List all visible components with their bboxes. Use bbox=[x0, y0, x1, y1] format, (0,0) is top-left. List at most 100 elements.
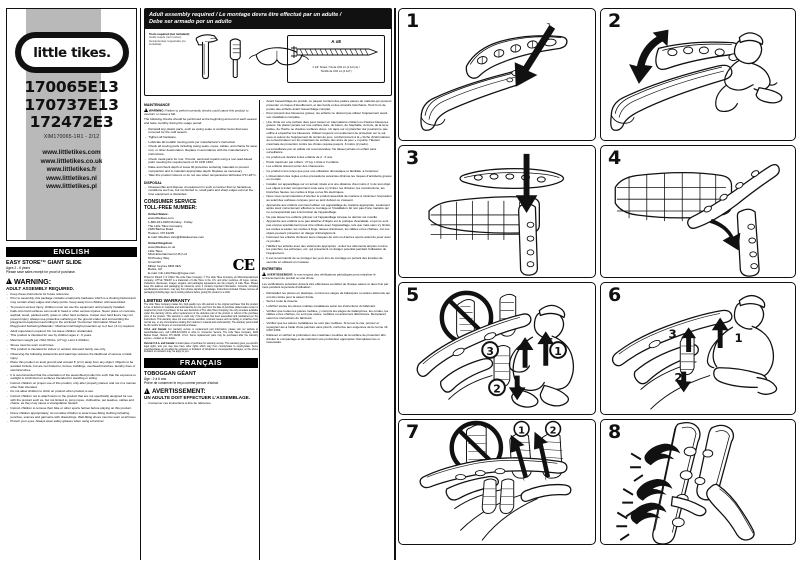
language-bar-french: FRANÇAIS bbox=[144, 358, 258, 369]
banner-title-bar: Adult assembly required / Le montage dev… bbox=[145, 9, 391, 29]
assembly-arrows bbox=[676, 317, 729, 393]
warranty-heading: LIMITED WARRANTY bbox=[144, 297, 191, 303]
list-item: Réinstallez les pièces en plastique, com… bbox=[262, 291, 392, 300]
list-item: Dress children appropriately; do not all… bbox=[6, 411, 137, 420]
assembly-arrows bbox=[508, 331, 555, 401]
list-item: Ne pas laisser les enfants grimper sur l… bbox=[262, 215, 392, 220]
website-link[interactable]: www.littletikes.nl bbox=[46, 174, 97, 182]
warranty-outside-heading: Outside U.S.A. and Canada: bbox=[144, 342, 175, 345]
list-item: Conserver ces instructions à titre de ré… bbox=[144, 401, 258, 406]
list-item: Les enfants doivent porter des chaussure… bbox=[262, 165, 392, 169]
step-number: 4 bbox=[608, 147, 622, 169]
step-7-illustration: 1 2 bbox=[419, 420, 572, 541]
warranty-outside: Outside U.S.A. and Canada: Contact place… bbox=[144, 343, 258, 355]
uk-heading: United Kingdom: bbox=[148, 241, 173, 246]
assembly-arrows bbox=[510, 431, 551, 482]
contact-line: 50 Presley Way bbox=[148, 256, 170, 261]
list-item: La surveillance par un adulte est recomm… bbox=[262, 147, 392, 156]
banner-line-1: Adult assembly required / Le montage dev… bbox=[149, 12, 342, 18]
svg-text:2: 2 bbox=[674, 370, 682, 384]
list-item: Maximum weight per child: 60 lbs. (27 kg… bbox=[6, 338, 137, 343]
warranty-text: The Little Tikes Company makes fun, high… bbox=[144, 304, 258, 327]
warning-word-fr: AVERTISSEMENT: bbox=[152, 387, 206, 395]
list-item: Avant l'assemblage du produit, ce paquet… bbox=[262, 99, 392, 111]
website-link[interactable]: www.littletikes.fr bbox=[46, 166, 97, 174]
list-item: Rake and check depth of loose fill prote… bbox=[144, 165, 258, 174]
list-item: Ce produit n'est conçu que pour une util… bbox=[262, 169, 392, 174]
maintenance-list-fr: Réinstallez les pièces en plastique, com… bbox=[262, 291, 392, 345]
website-link[interactable]: www.littletikes.com bbox=[42, 149, 101, 156]
step-number: 6 bbox=[608, 284, 622, 306]
svg-text:1: 1 bbox=[554, 345, 562, 358]
svg-text:3: 3 bbox=[486, 345, 494, 358]
impact-marks bbox=[616, 452, 644, 541]
svg-text:2: 2 bbox=[493, 382, 501, 395]
list-item: Vérifiez que toutes les pièces mobiles, … bbox=[262, 309, 392, 321]
contact-line: Little Tikes bbox=[148, 248, 163, 253]
tools-label-es: Herramientas requeridas (no incluidas): bbox=[149, 38, 186, 47]
list-item: Reinstall any plastic parts, such as swi… bbox=[144, 127, 258, 136]
step-4-illustration bbox=[614, 163, 780, 277]
list-item: Shoes must be worn at all times. bbox=[6, 343, 137, 348]
us-heading: United States: bbox=[148, 212, 169, 217]
assembly-arrow bbox=[514, 22, 556, 87]
step-callout-badges: 3 1 2 bbox=[481, 341, 567, 397]
warning-sub-en: ADULT ASSEMBLY REQUIRED. bbox=[6, 285, 75, 291]
maintenance-intro-fr: Les vérifications suivantes doivent être… bbox=[262, 281, 389, 290]
warning-triangle-icon bbox=[6, 278, 12, 284]
list-item: Observing the following statements and w… bbox=[6, 352, 137, 361]
product-ages-fr: Âge : 2 à 6 ans bbox=[144, 377, 167, 382]
step-number: 1 bbox=[406, 10, 420, 32]
contact-line: Hudson, OH 44236 bbox=[148, 231, 175, 236]
step-6-illustration: 3 1 2 bbox=[611, 294, 778, 410]
svg-text:2: 2 bbox=[550, 425, 557, 436]
list-item: Instruct children to remove their bike o… bbox=[6, 406, 137, 411]
list-item: To prevent serious injury, children must… bbox=[6, 305, 137, 310]
list-item: Falls onto hard surfaces can result in h… bbox=[6, 309, 137, 329]
english-column: ENGLISH EASY STORE™ GIANT SLIDE Ages 2 -… bbox=[6, 247, 137, 560]
product-title-fr: TOBOGGAN GÉANT bbox=[144, 371, 197, 378]
french-column: Avant l'assemblage du produit, ce paquet… bbox=[262, 99, 392, 560]
brand-panel: little tikes. 170065E13 170737E13 172472… bbox=[6, 8, 137, 241]
list-item: Apprendre aux enfants à ne pas attacher … bbox=[262, 219, 392, 235]
tap-arrows bbox=[630, 443, 681, 525]
list-item: Check metal parts for rust. If found, sa… bbox=[144, 157, 258, 166]
contact-line: 1-866-321-0183 Monday - Friday bbox=[148, 219, 193, 224]
disposal-list-en: Disassemble and dispose of equipment in … bbox=[144, 185, 258, 197]
list-item: It is recommended that the orientation o… bbox=[6, 373, 137, 382]
contact-line: www.littletikes.com bbox=[148, 216, 174, 221]
screw-icon bbox=[291, 45, 379, 58]
tools-label-fr: Outils requis (non inclus): bbox=[149, 35, 182, 40]
product-ages-en: Ages 2 - 6 years bbox=[6, 266, 31, 270]
column-divider bbox=[394, 8, 396, 560]
list-item: Instruct children on proper use of this … bbox=[6, 381, 137, 390]
list-item: Une chute sur une surface dure peut caus… bbox=[262, 120, 392, 147]
safety-list-en: Keep these instructions for future refer… bbox=[6, 292, 137, 424]
language-bar-english: ENGLISH bbox=[6, 247, 137, 257]
website-link[interactable]: www.littletikes.pl bbox=[46, 183, 97, 191]
contact-line: Milton Keynes MK8 0ES bbox=[148, 263, 181, 268]
warranty-us: U.S.A. and Canada: For warranty service … bbox=[144, 329, 258, 341]
step-panel-4: 4 bbox=[600, 145, 796, 278]
ce-mark-row: CE bbox=[144, 256, 255, 274]
receipt-note-fr: Prière de conserver le reçu comme preuve… bbox=[144, 381, 219, 386]
warranty-us-heading: U.S.A. and Canada: bbox=[144, 329, 167, 332]
warning-triangle-icon bbox=[144, 107, 148, 112]
rotation-arrow bbox=[629, 29, 669, 84]
step-number: 7 bbox=[406, 421, 420, 443]
list-item: Prior to assembly, this package contains… bbox=[6, 296, 137, 305]
list-item: Place this product on level ground and a… bbox=[6, 360, 137, 372]
hardware-box: A x8 1 1/2" Screw / Vis de 3,81 cm (1 1/… bbox=[287, 34, 385, 83]
maintenance-heading-fr: ENTRETIEN bbox=[262, 266, 282, 271]
maintenance-warning-word-fr: AVERTISSEMENT: bbox=[266, 272, 294, 277]
list-item: Check all moving parts including swing s… bbox=[144, 144, 258, 156]
website-link[interactable]: www.littletikes.co.uk bbox=[40, 157, 103, 165]
copyright-text: Printed in Poland © & ©2012 The Little T… bbox=[144, 276, 258, 294]
warning-heading-en: WARNING: bbox=[6, 277, 137, 286]
list-item: Vérifiez que les pièces métalliques ne s… bbox=[262, 321, 392, 333]
tool-illustrations bbox=[195, 33, 309, 79]
maintenance-intro-en: The following checks should be performed… bbox=[144, 117, 257, 126]
contact-line: E-mail: info.LittleTikes@mgae.com bbox=[148, 271, 196, 276]
maintenance-warning-text-en: Failure to perform periodic checks could… bbox=[144, 108, 249, 116]
